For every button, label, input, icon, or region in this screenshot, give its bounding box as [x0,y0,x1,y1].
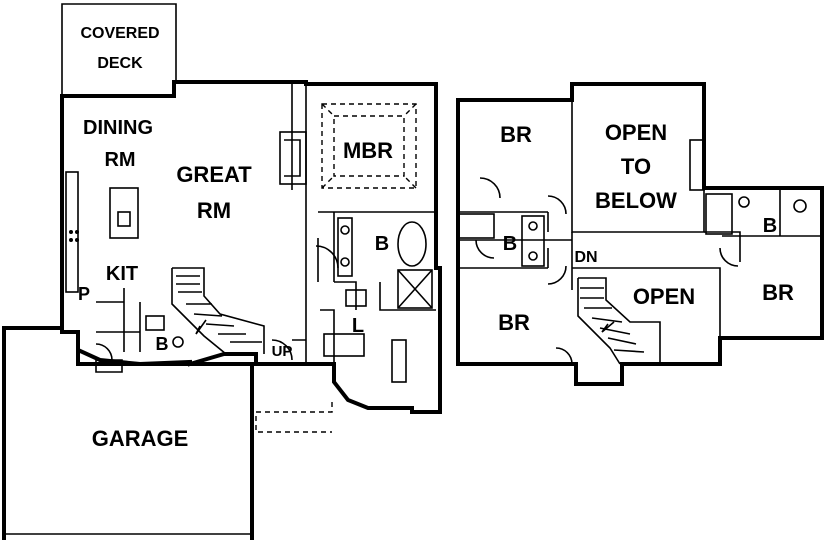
open-to-below-label: TO [621,154,651,179]
open-area-label: OPEN [633,284,695,309]
master-sink [340,257,350,267]
half-bath-label: B [156,334,169,354]
upper-tub [457,213,495,239]
upper-sink [528,251,538,261]
cooktop-burner [75,238,79,242]
upper-stair [577,277,661,365]
master-shower [397,269,433,309]
upper-interior-walls [458,188,822,338]
entry-step [95,359,123,373]
covered-deck-outline [61,3,177,96]
door-swing [547,195,567,215]
open-to-below-label: OPEN [605,120,667,145]
upper-vanity [521,215,545,267]
fireplace-hearth [284,139,301,177]
laundry-label: L [352,315,364,337]
pantry-label: P [78,284,90,304]
kitchen-label: KIT [106,263,138,285]
laundry-sink [345,289,367,307]
master-bedroom-label: MBR [343,138,393,163]
upper-sink [528,221,538,231]
door-swing [555,347,573,365]
half-bath-toilet [172,336,184,348]
master-tub [397,221,427,267]
covered-deck-label: COVERED [80,25,159,42]
upper-floor-exterior-wall [456,82,824,386]
main-stair [171,267,265,355]
mbr-tray-ceiling-outer [321,103,417,189]
garage-wall [2,326,254,540]
upper-tub-2 [705,193,733,235]
half-bath-sink [145,315,165,331]
upper-bath-label: B [503,233,517,255]
cooktop-burner [75,230,79,234]
upper-floor: BR OPEN TO BELOW B B DN BR OPEN BR [456,82,824,386]
master-bath-label: B [375,233,389,255]
door-swing [479,177,501,199]
master-sink [340,225,350,235]
door-swing [475,239,495,259]
stair-arrow [601,321,615,333]
bedroom-label: BR [498,310,530,335]
fireplace [279,131,307,185]
dining-room-label: DINING [83,117,153,139]
door-swing [95,343,113,361]
upper-bath-label: B [763,215,777,237]
stair-down-label: DN [574,249,597,266]
door-swing [547,265,567,285]
stair-arrow [195,319,207,335]
garage-label: GARAGE [92,426,189,451]
open-to-below-rail [571,100,705,233]
master-shower-drain [397,269,433,309]
door-swing [315,245,339,269]
upper-toilet [738,196,750,208]
mbr-tray-ceiling-inner [333,115,405,177]
main-floor: COVERED DECK DINING RM GREAT RM MBR B KI… [2,3,442,540]
covered-deck-label: DECK [97,55,143,72]
laundry-counter [323,333,365,357]
open-to-below-ledge [689,139,705,191]
door-swing [271,339,293,361]
stair-up-label: UP [272,343,293,360]
open-to-below-label: BELOW [595,188,677,213]
laundry-bench [391,339,407,383]
bedroom-label: BR [762,280,794,305]
bedroom-label: BR [500,122,532,147]
master-vanity [337,217,353,277]
upper-sink-2 [793,199,807,213]
cooktop-burner [69,230,73,234]
cooktop-burner [69,238,73,242]
great-room-label: GREAT [176,162,252,187]
dining-room-label: RM [104,149,135,171]
front-porch [255,402,333,433]
great-room-label: RM [197,198,231,223]
door-swing [719,247,739,267]
island-sink [117,211,131,227]
kitchen-island [109,187,139,239]
